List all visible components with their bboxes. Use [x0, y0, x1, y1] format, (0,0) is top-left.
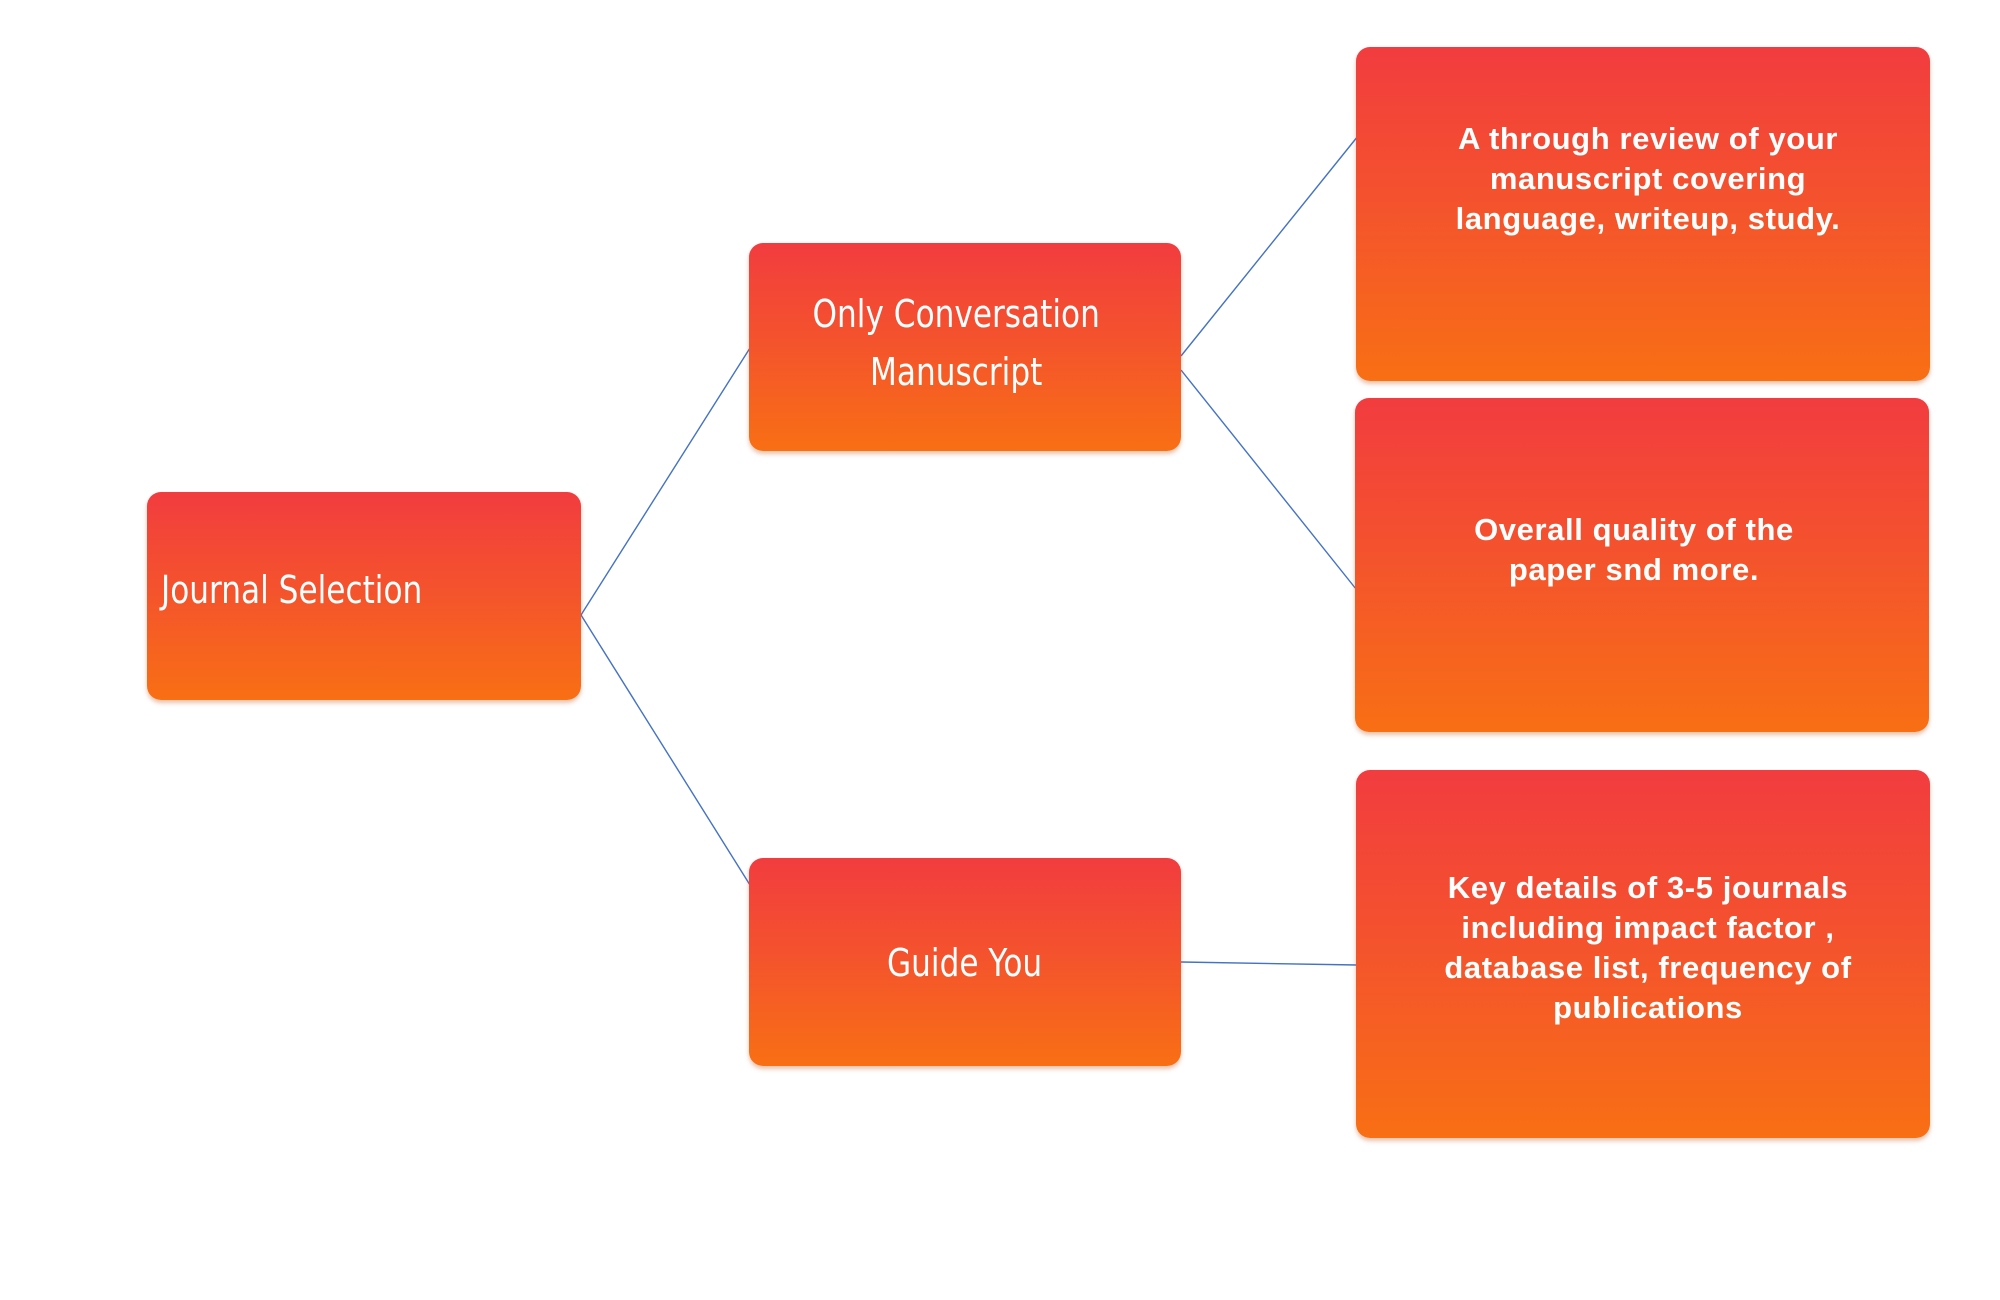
root-node-label: Journal Selection: [161, 568, 423, 612]
detail-node-journal-details: Key details of 3-5 journals including im…: [1356, 770, 1930, 1138]
branch-node-label: Only Conversation Manuscript: [812, 292, 1100, 394]
detail-node-overall-quality: Overall quality of the paper snd more.: [1355, 398, 1929, 732]
detail-node-manuscript-review: A through review of your manuscript cove…: [1356, 47, 1930, 381]
detail-node-text: Key details of 3-5 journals including im…: [1444, 870, 1852, 1025]
detail-node-text: A through review of your manuscript cove…: [1455, 121, 1841, 236]
branch-node-only-conversation-manuscript: Only Conversation Manuscript: [749, 243, 1181, 451]
connector-root-to-conversation: [580, 347, 751, 616]
branch-node-guide-you: Guide You: [749, 858, 1181, 1066]
root-node-journal-selection: Journal Selection: [147, 492, 581, 700]
connector-root-to-guide: [580, 614, 751, 886]
connector-conversation-to-quality: [1180, 369, 1357, 590]
detail-node-text: Overall quality of the paper snd more.: [1474, 512, 1794, 587]
connector-guide-to-journals: [1180, 961, 1358, 966]
connector-conversation-to-review: [1180, 135, 1359, 357]
branch-node-label: Guide You: [887, 941, 1043, 985]
